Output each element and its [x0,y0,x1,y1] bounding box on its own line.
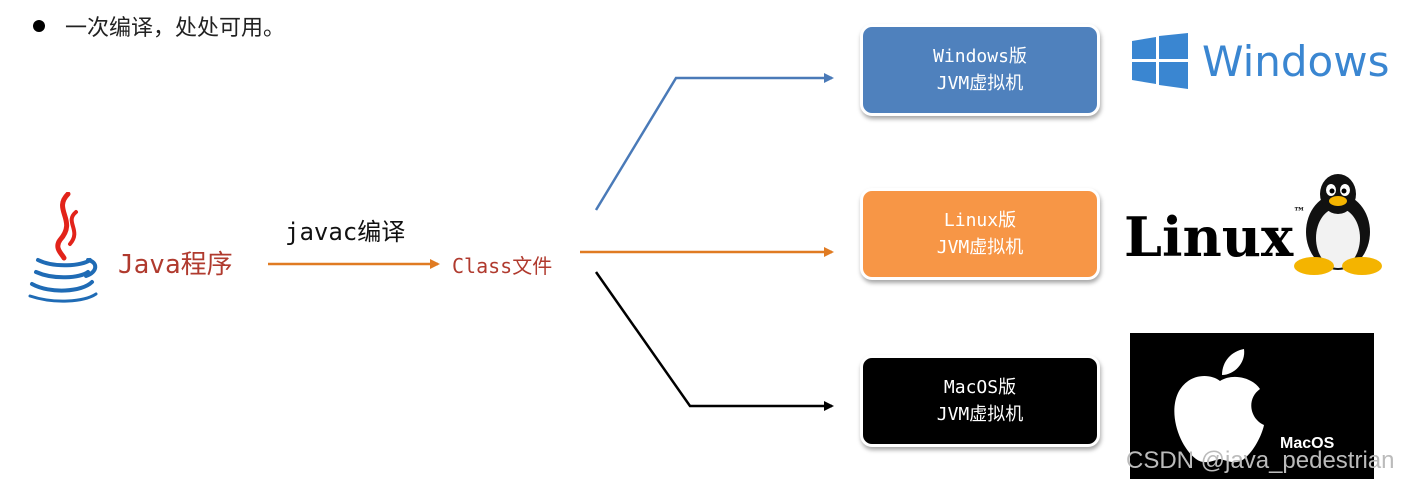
java-program-label: Java程序 [118,250,233,280]
macos-logo-text: MacOS [1280,435,1335,452]
tux-icon [1294,174,1382,275]
linux-jvm-line2: JVM虚拟机 [936,237,1024,258]
windows-logo-icon [1132,33,1188,89]
linux-trademark: ™ [1293,205,1306,219]
apple-logo-icon [1174,349,1264,463]
arrow-to-macos [594,271,834,411]
class-file-label: Class文件 [452,254,553,278]
java-logo-icon [28,192,98,303]
csdn-watermark: CSDN @java_pedestrian [1126,447,1395,474]
javac-compile-label: javac编译 [285,218,406,246]
bullet-dot-icon [33,20,45,32]
macos-logo-panel: MacOS [1130,333,1374,479]
linux-jvm-box: Linux版 JVM虚拟机 [860,188,1100,280]
windows-jvm-line1: Windows版 [933,46,1027,67]
windows-logo-text: Windows [1202,36,1390,86]
bullet-point: 一次编译，处处可用。 [33,10,285,42]
macos-jvm-line2: JVM虚拟机 [936,404,1024,425]
linux-logo-text: Linux™ [1124,205,1305,269]
windows-jvm-line2: JVM虚拟机 [936,73,1024,94]
macos-jvm-line1: MacOS版 [943,377,1017,398]
windows-logo: Windows [1132,33,1389,89]
linux-logo-word: Linux [1124,205,1294,269]
bullet-text: 一次编译，处处可用。 [65,16,286,41]
arrow-to-windows [594,73,834,211]
macos-jvm-box: MacOS版 JVM虚拟机 [860,355,1100,447]
windows-jvm-box: Windows版 JVM虚拟机 [860,24,1100,116]
linux-jvm-line1: Linux版 [943,210,1017,231]
